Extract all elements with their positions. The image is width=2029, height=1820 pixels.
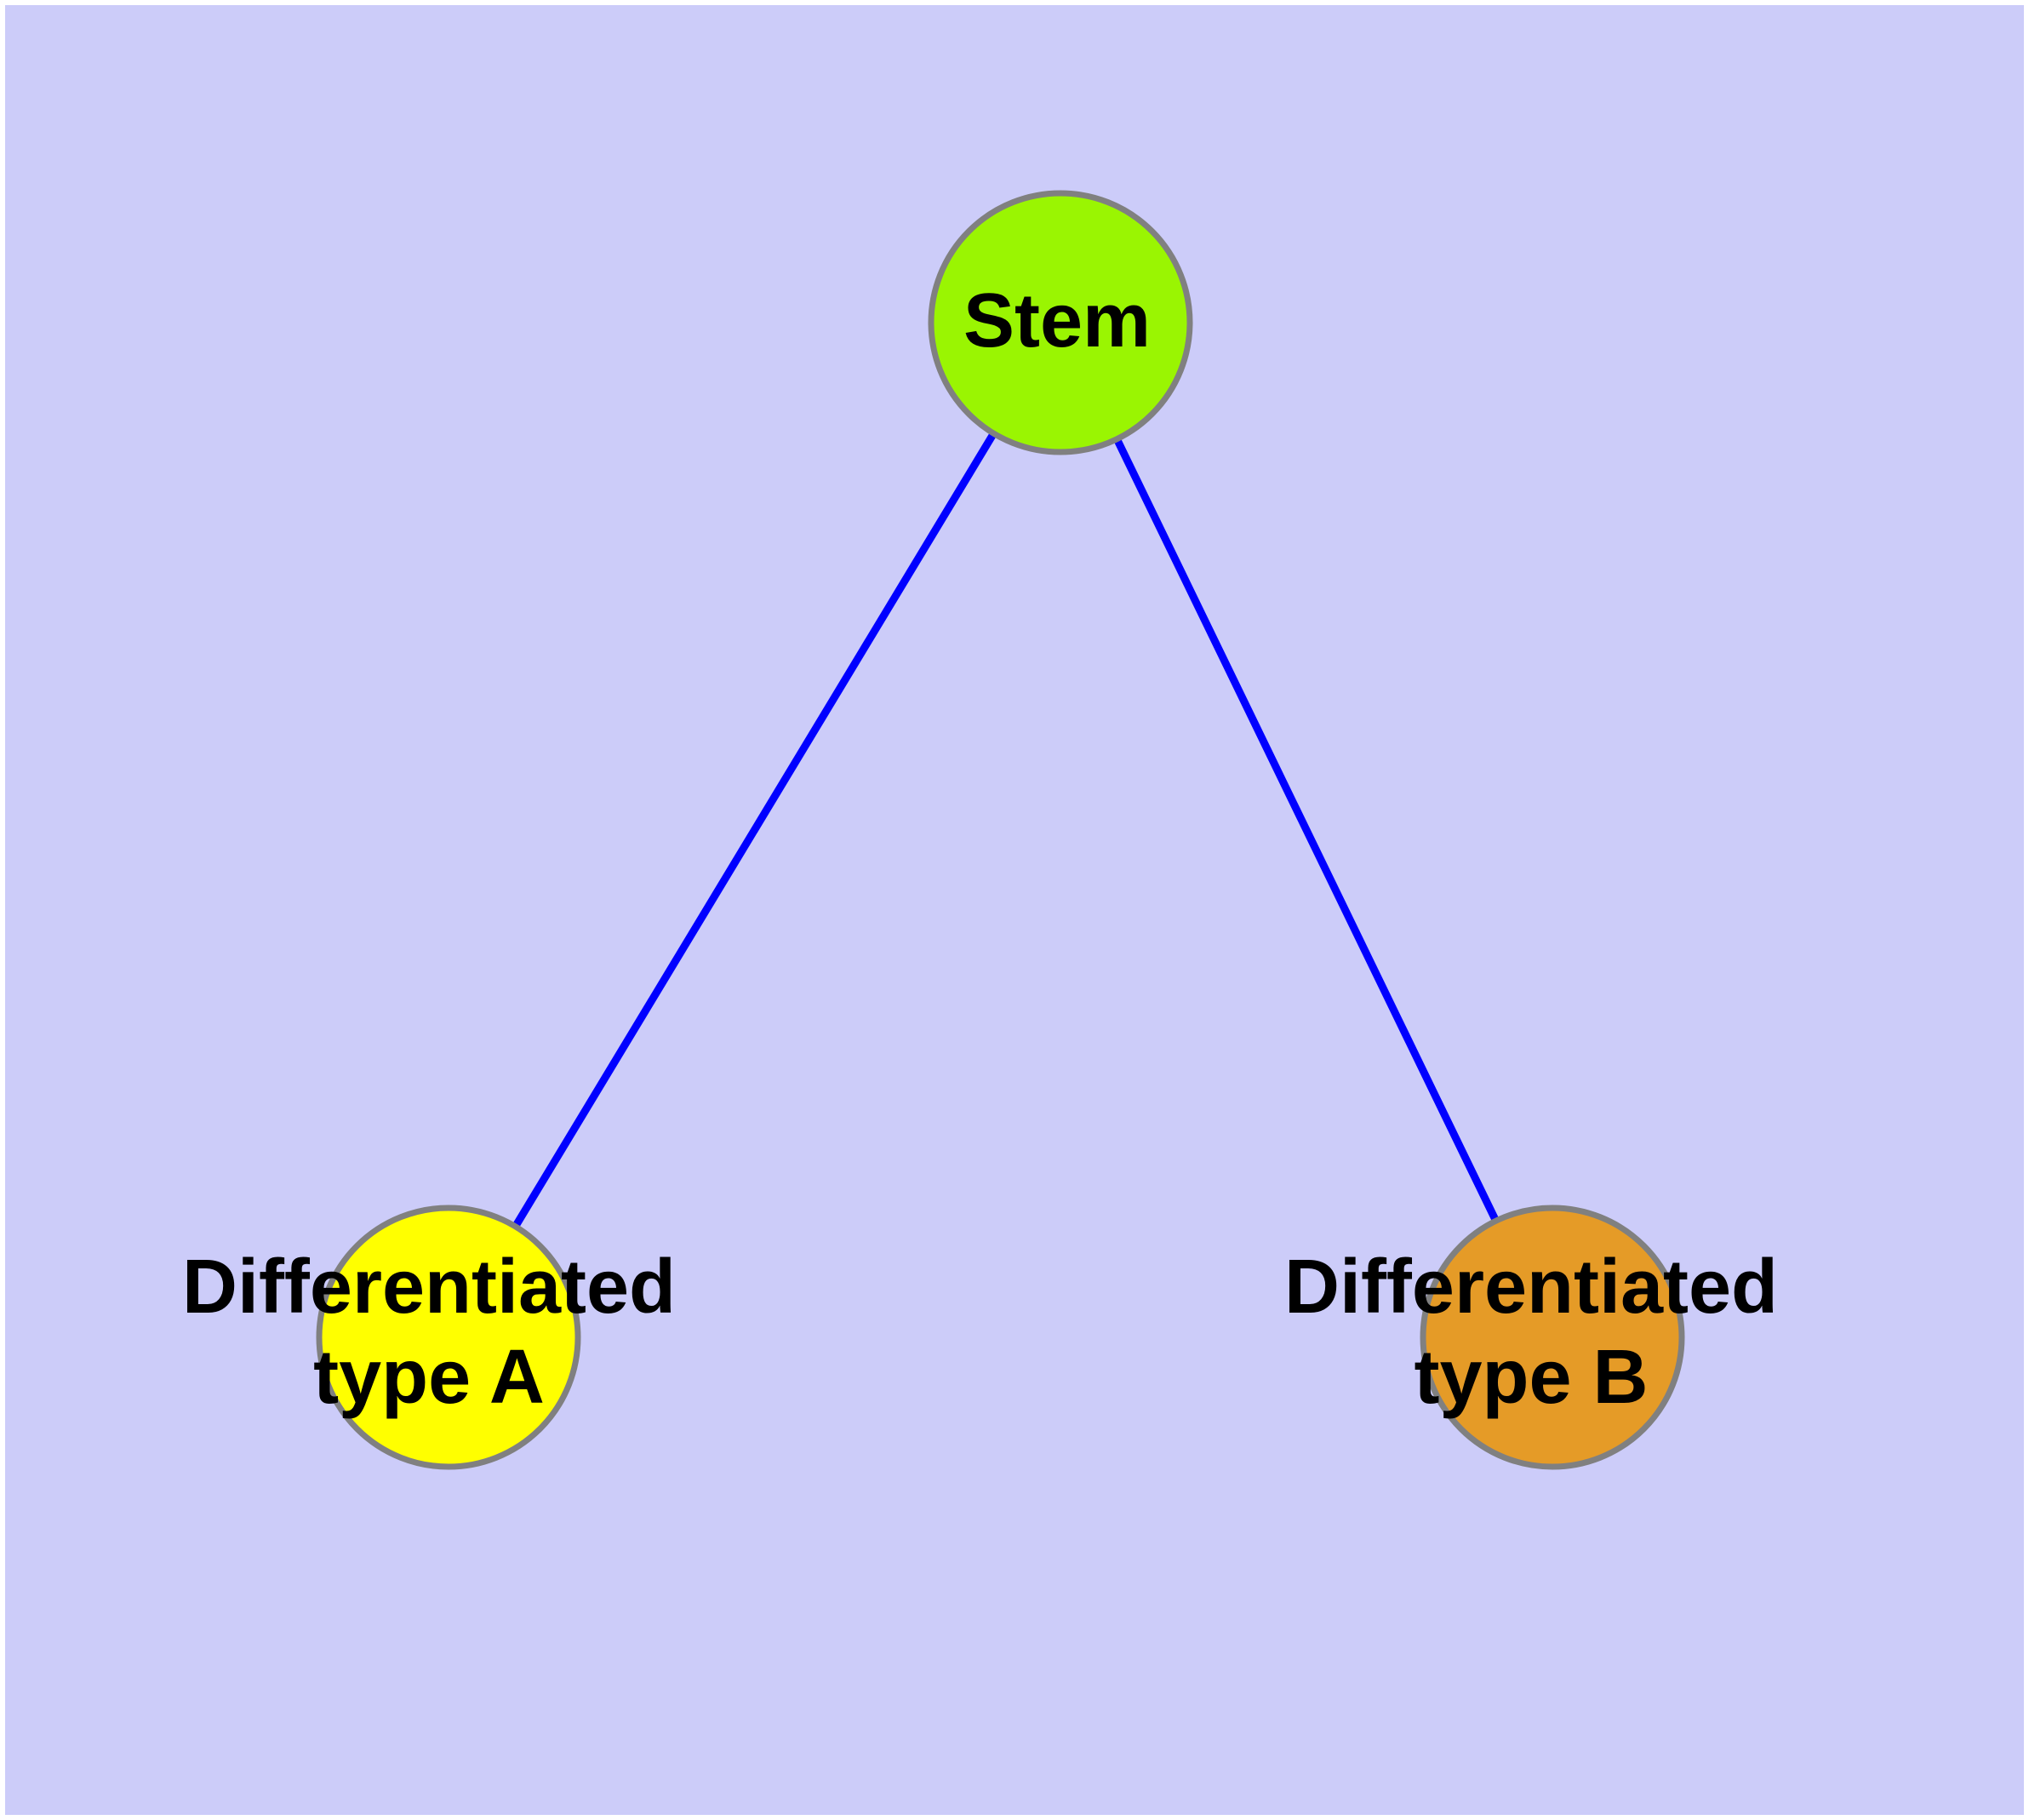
node-label-line: type A [313, 1335, 545, 1420]
node-stem[interactable] [928, 190, 1193, 455]
node-differentiated-type-a[interactable] [316, 1205, 581, 1470]
node-label-line: Differentiated [1284, 1245, 1778, 1330]
edge-layer [445, 320, 1557, 1340]
node-layer [316, 190, 1685, 1470]
node-label-line: type B [1414, 1335, 1648, 1420]
edge-stem-to-differentiated-type-a[interactable] [445, 320, 1064, 1340]
node-differentiated-type-b[interactable] [1420, 1205, 1685, 1470]
node-label-line: Stem [963, 278, 1151, 363]
edge-stem-to-differentiated-type-b[interactable] [1056, 321, 1557, 1339]
node-label-line: Differentiated [182, 1245, 676, 1330]
node-label-stem: Stem [963, 278, 1151, 363]
